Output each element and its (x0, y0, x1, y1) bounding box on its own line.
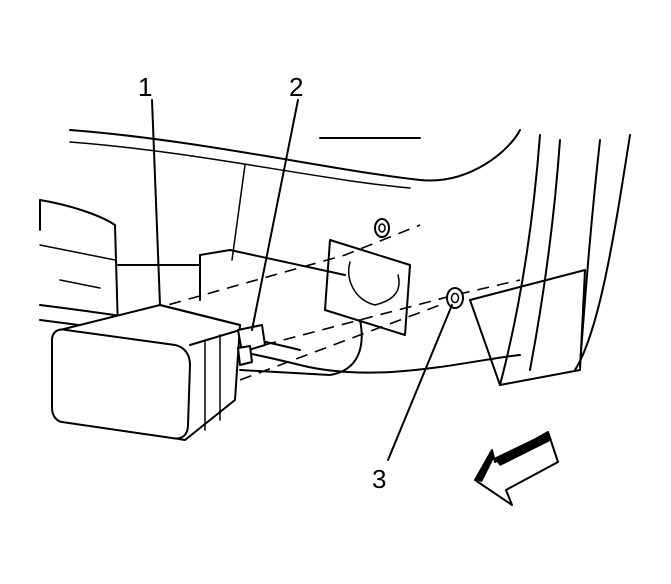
callout-label-1: 1 (138, 72, 152, 102)
mounting-bracket (199, 239, 411, 376)
alignment-lines (149, 224, 521, 381)
fog-lamp-assembly (51, 304, 266, 441)
fastener-nut (446, 287, 464, 309)
callout-label-2: 2 (289, 72, 303, 102)
leader-lines (151, 99, 453, 461)
forward-direction-arrow-icon (474, 431, 559, 506)
fastener-upper (374, 218, 390, 238)
callout-label-3: 3 (372, 464, 386, 494)
